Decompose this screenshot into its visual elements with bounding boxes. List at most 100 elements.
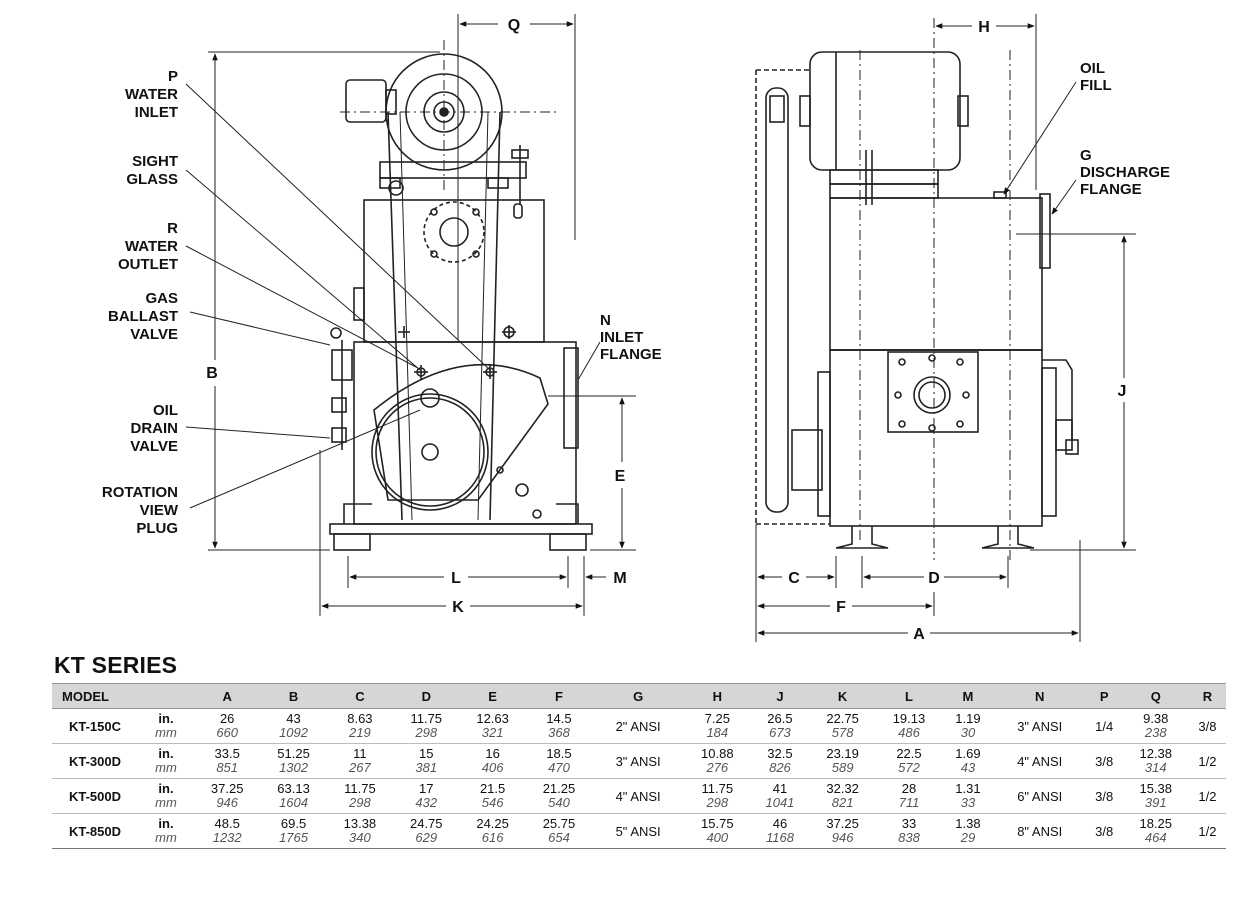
model-cell: KT-300D xyxy=(52,743,138,779)
dim-d: D xyxy=(928,570,940,587)
unit-in: in. xyxy=(158,781,174,796)
label-p-inlet: INLET xyxy=(135,104,178,121)
label-g-letter: G xyxy=(1080,147,1092,164)
value-in: 11.75 xyxy=(701,781,734,796)
value: 1/2 xyxy=(1198,753,1217,769)
value-mm: 470 xyxy=(548,760,570,775)
dim-b: B xyxy=(206,365,218,382)
value-mm: 406 xyxy=(481,760,504,775)
value-in: 21.25 xyxy=(542,781,576,796)
label-sight: SIGHT xyxy=(132,153,178,170)
value-in: 12.38 xyxy=(1139,746,1173,761)
value-in: 22.5 xyxy=(896,746,922,761)
value: 6" ANSI xyxy=(1017,788,1063,804)
value-in: 18.5 xyxy=(546,746,572,761)
value-in: 69.5 xyxy=(280,816,307,831)
cell-p: 1/4 xyxy=(1085,708,1123,744)
value-in: 33.5 xyxy=(214,746,240,761)
value: 8" ANSI xyxy=(1017,823,1063,839)
label-view: VIEW xyxy=(140,502,179,519)
col-g: G xyxy=(592,683,685,709)
model-cell: KT-850D xyxy=(52,813,138,849)
dim-c: C xyxy=(788,570,800,587)
value-in: 22.75 xyxy=(826,711,859,726)
cell-r: 1/2 xyxy=(1188,813,1226,849)
model-cell: KT-500D xyxy=(52,778,138,814)
value-mm: 432 xyxy=(415,795,438,810)
value-in: 46 xyxy=(772,816,788,831)
value-in: 8.63 xyxy=(347,711,373,726)
col-f: F xyxy=(525,683,593,709)
unit-cell: in.mm xyxy=(138,708,194,744)
value: KT-500D xyxy=(68,788,122,804)
value-mm: 654 xyxy=(548,830,570,845)
cell-p: 3/8 xyxy=(1085,813,1123,849)
side-view xyxy=(755,18,1079,560)
value-in: 48.5 xyxy=(214,816,240,831)
value-in: 12.63 xyxy=(476,711,509,726)
value-in: 1.38 xyxy=(955,816,981,831)
col-unit xyxy=(138,683,194,709)
dim-q: Q xyxy=(508,17,520,34)
front-view xyxy=(329,40,593,551)
value-mm: 851 xyxy=(216,760,239,775)
value-in: 15 xyxy=(419,746,434,761)
value-mm: 43 xyxy=(960,760,976,775)
value-in: 33 xyxy=(901,816,917,831)
label-oil-fill-1: OIL xyxy=(1080,60,1105,77)
value-in: 43 xyxy=(286,711,301,726)
label-r-outlet: OUTLET xyxy=(118,256,178,273)
unit-cell: in.mm xyxy=(138,743,194,779)
unit-in: in. xyxy=(158,711,174,726)
table-header-row: MODEL A B C D E F G H J K L M N P Q R xyxy=(52,683,1226,709)
model-cell: KT-150C xyxy=(52,708,138,744)
value-mm: 400 xyxy=(706,830,729,845)
base-frame xyxy=(329,523,593,535)
cell-n: 4" ANSI xyxy=(993,743,1086,779)
value-in: 37.25 xyxy=(826,816,859,831)
unit-mm: mm xyxy=(155,725,177,740)
value-in: 1.31 xyxy=(955,781,981,796)
value-in: 10.88 xyxy=(701,746,734,761)
value-mm: 368 xyxy=(548,725,570,740)
value: 1/4 xyxy=(1095,718,1114,734)
unit-mm: mm xyxy=(155,795,177,810)
col-n: N xyxy=(993,683,1086,709)
label-n-letter: N xyxy=(600,312,611,329)
col-j: J xyxy=(750,683,810,709)
value-in: 9.38 xyxy=(1143,711,1169,726)
dim-h: H xyxy=(978,19,990,36)
col-b: B xyxy=(260,683,327,709)
value-mm: 540 xyxy=(548,795,570,810)
label-plug: PLUG xyxy=(136,520,178,537)
cell-r: 3/8 xyxy=(1188,708,1226,744)
value-mm: 589 xyxy=(831,760,854,775)
value-in: 15.38 xyxy=(1139,781,1173,796)
cell-g: 2" ANSI xyxy=(592,708,685,744)
value: 1/2 xyxy=(1198,788,1217,804)
value-mm: 821 xyxy=(831,795,854,810)
cell-r: 1/2 xyxy=(1188,743,1226,779)
label-gas: GAS xyxy=(145,290,178,307)
value-in: 51.25 xyxy=(277,746,310,761)
value-in: 25.75 xyxy=(542,816,576,831)
